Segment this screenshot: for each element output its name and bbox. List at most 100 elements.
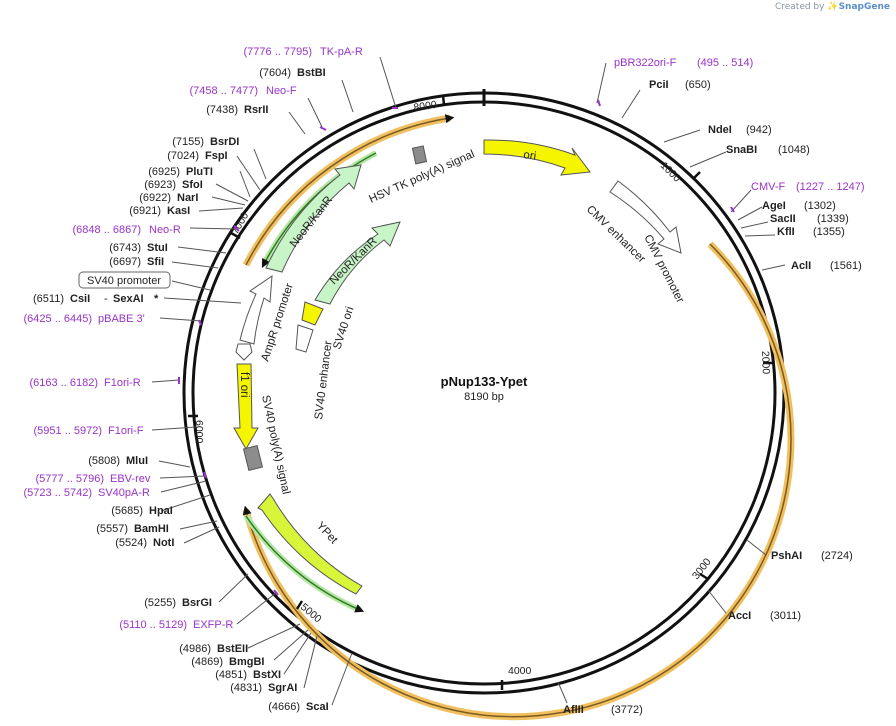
label-ebv-name: EBV-rev (110, 473, 151, 485)
label-bstxi-pos: (4851) (215, 669, 247, 681)
tick-mark (699, 572, 709, 581)
primer-markers (178, 99, 735, 596)
label-hpai-name: HpaI (149, 505, 173, 517)
tick-mark (693, 171, 701, 179)
site-connectors (151, 56, 786, 706)
label-noti-pos: (5524) (115, 537, 147, 549)
label-bmgbi-pos: (4869) (191, 656, 223, 668)
label-mlui-pos: (5808) (88, 455, 120, 467)
label-sfii-pos: (6697) (109, 256, 141, 268)
label-sgrai-pos: (4831) (230, 682, 262, 694)
label-sv40pa-pos: (5723 .. 5742) (24, 487, 93, 499)
sv40-promoter-box (78, 271, 171, 289)
snapgene-logo-icon: ✨ (827, 2, 839, 12)
label-tkpa-pos: (7776 .. 7795) (244, 46, 313, 58)
label-kfli-pos: (1355) (813, 226, 845, 238)
label-neor-pos: (6848 .. 6867) (73, 224, 142, 236)
label-fspi-pos: (7024) (167, 150, 199, 162)
label-bsrgi-pos: (5255) (144, 597, 176, 609)
label-acli-pos: (1561) (830, 260, 862, 272)
tick-label: 6000 (193, 420, 205, 444)
label-bstbi-pos: (7604) (259, 67, 291, 79)
label-exfp-name: EXFP-R (193, 619, 233, 631)
feature-label-neokan-inner: NeoR/KanR (328, 235, 380, 287)
tick-mark (230, 231, 241, 240)
orf-large-right (242, 243, 792, 718)
label-cmvf-name: CMV-F (751, 181, 786, 193)
feature-neokan-outer-arrow (265, 164, 362, 273)
feature-label-f1-ori: f1 ori (238, 372, 250, 398)
snapgene-credit: Created by ✨SnapGene (775, 2, 890, 12)
label-sgrai-name: SgrAI (268, 682, 297, 694)
label-rsrii-name: RsrII (244, 104, 268, 116)
label-kasi-name: KasI (167, 205, 190, 217)
label-bamhi-name: BamHI (134, 523, 169, 535)
label-scai-name: ScaI (306, 701, 329, 713)
feature-ori-arrow (483, 139, 591, 176)
label-sexai-name: SexAI (113, 293, 144, 305)
credit-prefix: Created by (774, 2, 825, 12)
label-rsrii-pos: (7438) (206, 104, 238, 116)
label-tkpa-name: TK-pA-R (320, 46, 363, 58)
feature-hsv-tk-polya-box (411, 145, 428, 165)
feature-label-sv40-polya: SV40 poly(A) signal (259, 394, 292, 495)
label-ndei-name: NdeI (708, 124, 732, 136)
label-bstxi-name: BstXI (253, 669, 281, 681)
label-bstbi-name: BstBI (297, 67, 326, 79)
label-aflii-pos: (3772) (611, 704, 643, 716)
label-ebv-pos: (5777 .. 5796) (36, 473, 105, 485)
feature-label-sv40-enhancer: SV40 enhancer (313, 340, 335, 420)
label-pbr322-name: pBR322ori-F (614, 57, 677, 69)
label-hpai-pos: (5685) (111, 505, 143, 517)
feature-ampr-promoter-arrow (239, 275, 273, 345)
feature-label-ypet: YPet (314, 520, 340, 547)
label-scai-pos: (4666) (268, 701, 300, 713)
label-f1orir-name: F1ori-R (104, 377, 141, 389)
orf-ypet (245, 515, 365, 613)
label-sfoi-pos: (6923) (144, 179, 176, 191)
feature-cmv-enhancer-arrow (609, 180, 682, 254)
label-sfoi-name: SfoI (182, 179, 203, 191)
label-bsrgi-name: BsrGI (182, 597, 212, 609)
label-bsteii-name: BstEII (217, 643, 248, 655)
label-bmgbi-name: BmgBI (229, 656, 264, 668)
label-mlui-name: MluI (126, 455, 148, 467)
sv40-promoter-box-label: SV40 promoter (87, 275, 161, 287)
label-sexai-star: * (154, 293, 159, 305)
label-cmvf-pos: (1227 .. 1247) (796, 181, 865, 193)
label-neor-name: Neo-R (149, 224, 181, 236)
label-bamhi-pos: (5557) (96, 523, 128, 535)
label-kfli-name: KflI (777, 226, 795, 238)
label-bsteii-pos: (4986) (179, 643, 211, 655)
plasmid-length: 8190 bp (464, 391, 504, 403)
label-acci-name: AccI (728, 610, 751, 622)
label-sacii-pos: (1339) (817, 213, 849, 225)
label-sfii-name: SfiI (147, 256, 164, 268)
label-bsrdi-name: BsrDI (210, 136, 239, 148)
orf-neo (261, 152, 377, 268)
label-pbr322-pos: (495 .. 514) (697, 57, 753, 69)
label-acci-pos: (3011) (770, 610, 801, 622)
label-neof-name: Neo-F (266, 85, 297, 97)
feature-label-sv40-ori: SV40 ori (331, 305, 356, 351)
label-csii-name: CsiI (70, 293, 90, 305)
label-agei-pos: (1302) (804, 200, 836, 212)
label-ndei-pos: (942) (746, 124, 772, 136)
tick-mark (441, 94, 446, 106)
label-fspi-name: FspI (205, 150, 228, 162)
feature-label-ori: ori (523, 149, 537, 163)
label-pshai-pos: (2724) (821, 550, 853, 562)
feature-sv40-ori-block (301, 301, 324, 326)
label-pbabe-pos: (6425 .. 6445) (24, 313, 93, 325)
label-exfp-pos: (5110 .. 5129) (119, 619, 187, 631)
label-f1orif-pos: (5951 .. 5972) (34, 425, 103, 437)
feature-neokan-inner-arrow (314, 221, 401, 305)
label-pci-name: PciI (649, 79, 669, 91)
label-sacii-name: SacII (770, 213, 796, 225)
tick-label: 8000 (413, 99, 438, 114)
label-noti-name: NotI (153, 537, 174, 549)
label-pluti-name: PluTI (186, 166, 213, 178)
label-acli-name: AclI (791, 260, 811, 272)
tick-mark (295, 600, 304, 610)
feature-ypet-arrow (257, 493, 363, 595)
